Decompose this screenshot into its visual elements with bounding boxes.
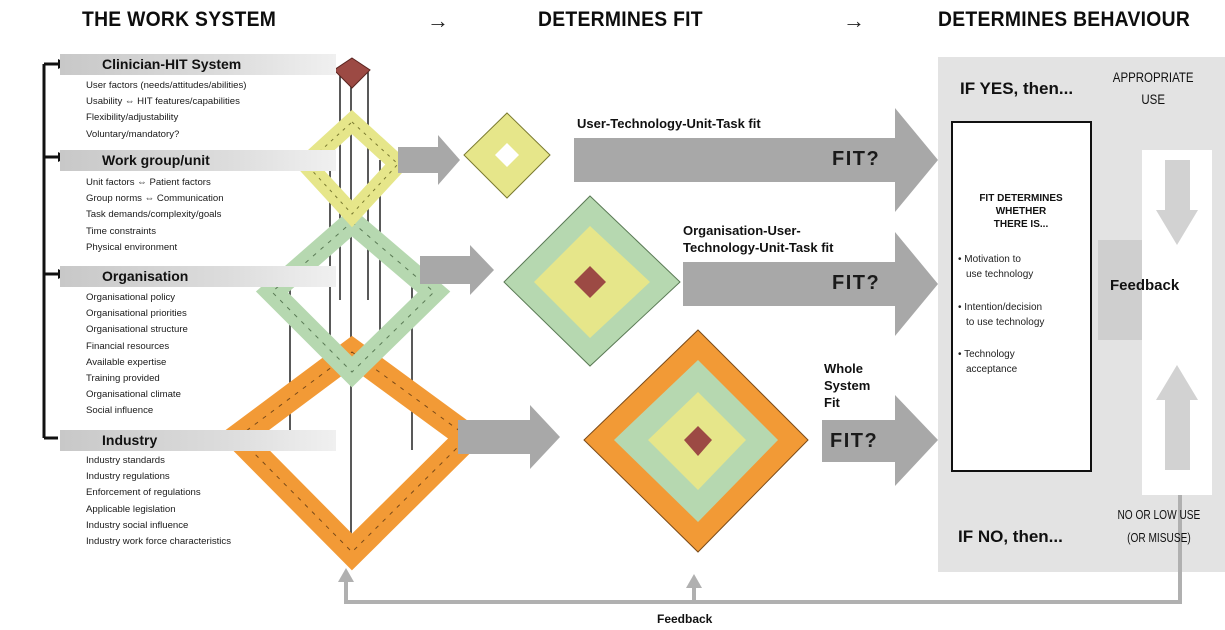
feedback-up-arrow-icon <box>686 574 702 588</box>
arrow-to-fit2-icon <box>420 245 494 295</box>
fit-box-item-line: use technology <box>966 269 1034 280</box>
list-item: Social influence <box>86 405 154 417</box>
left-bracket <box>42 62 58 440</box>
fit-box-item: • Motivation to use technology <box>958 252 1090 282</box>
list-item: Industry regulations <box>86 471 170 483</box>
fit3-label: Whole System Fit <box>824 360 870 411</box>
fit2-arrow-icon <box>683 232 938 336</box>
fit3-question: FIT? <box>830 430 879 452</box>
list-item: Physical environment <box>86 241 178 253</box>
feedback-right-label: Feedback <box>1110 277 1180 294</box>
fit3-label-line: Fit <box>824 395 840 410</box>
if-no-label: IF NO, then... <box>958 527 1063 546</box>
fit-determines-box <box>951 121 1092 472</box>
fit-box-title-line: WHETHER <box>995 206 1047 217</box>
fit3-piece <box>583 329 809 553</box>
list-item: Unit factors ⇔ Patient factors <box>86 177 211 188</box>
section-title-industry: Industry <box>60 430 336 451</box>
list-item: Group norms ⇔ Communication <box>86 193 224 205</box>
fit-box-item-line: • Technology <box>958 349 1015 360</box>
list-item: Training provided <box>86 373 160 385</box>
fit1-question: FIT? <box>832 148 881 170</box>
fit-box-title-line: THERE IS... <box>993 219 1049 230</box>
list-item: Financial resources <box>86 340 170 352</box>
no-low-use-line: (OR MISUSE) <box>1127 530 1191 545</box>
section-title-clinician: Clinician-HIT System <box>60 54 336 75</box>
fit3-arrow-icon <box>822 395 938 486</box>
feedback-bottom-label: Feedback <box>657 612 713 626</box>
list-item: Industry standards <box>86 455 165 466</box>
clinician-factor-list: User factors (needs/attitudes/abilities)… <box>86 78 247 143</box>
header-arrow-icon: → <box>427 8 449 33</box>
fit-box-item-line: acceptance <box>966 364 1018 375</box>
list-item: Usability ⇔ HIT features/capabilities <box>86 96 240 108</box>
fit-box-item: • Technology acceptance <box>958 347 1090 377</box>
header-determines-behaviour: DETERMINES BEHAVIOUR <box>938 8 1191 31</box>
arrow-to-fit3-icon <box>458 405 560 469</box>
list-item: Industry social influence <box>86 519 189 531</box>
fit3-label-line: System <box>824 378 871 393</box>
if-yes-label: IF YES, then... <box>960 79 1074 98</box>
bottom-feedback-loop <box>344 495 1182 604</box>
workgroup-factor-list: Unit factors ⇔ Patient factors Group nor… <box>86 175 224 256</box>
list-item: Time constraints <box>86 225 157 237</box>
section-title-workgroup: Work group/unit <box>60 150 336 171</box>
fit-box-item: • Intention/decision to use technology <box>958 300 1090 330</box>
list-item: Organisational structure <box>86 324 188 336</box>
fit1-label: User-Technology-Unit-Task fit <box>577 115 761 132</box>
header-work-system: THE WORK SYSTEM <box>82 8 277 31</box>
list-item: Organisational priorities <box>86 308 187 320</box>
list-item: User factors (needs/attitudes/abilities) <box>86 80 247 91</box>
header-arrow-icon: → <box>843 8 865 33</box>
fit1-arrow-icon <box>574 108 938 212</box>
left-arrow-icon <box>1098 240 1142 340</box>
list-item: Industry work force characteristics <box>86 536 232 548</box>
appropriate-use-line: APPROPRIATE <box>1112 69 1194 85</box>
fit-box-item-line: • Motivation to <box>958 254 1021 265</box>
fit2-label-line: Organisation-User- <box>683 223 801 238</box>
up-arrow-icon <box>1156 365 1198 470</box>
industry-factor-list: Industry standards Industry regulations … <box>86 453 231 550</box>
list-item: Flexibility/adjustability <box>86 112 179 124</box>
fit1-piece <box>463 112 551 199</box>
list-item: Organisational policy <box>86 292 176 303</box>
list-item: Organisational climate <box>86 389 181 401</box>
down-arrow-icon <box>1156 160 1198 245</box>
list-item: Enforcement of regulations <box>86 487 201 499</box>
organisation-factor-list: Organisational policy Organisational pri… <box>86 290 188 420</box>
fit2-question: FIT? <box>832 272 881 294</box>
appropriate-use-line: USE <box>1141 91 1166 107</box>
no-low-use-line: NO OR LOW USE <box>1117 507 1201 522</box>
appropriate-use-label: APPROPRIATE USE <box>1104 66 1202 110</box>
fit1-label-line: User-Technology-Unit-Task fit <box>577 116 761 131</box>
tower-industry-ring <box>218 335 488 571</box>
fit2-piece <box>503 195 681 367</box>
fit2-label: Organisation-User- Technology-Unit-Task … <box>683 222 833 256</box>
fit-box-item-line: to use technology <box>966 317 1045 328</box>
fit3-label-line: Whole <box>824 361 863 376</box>
list-item: Applicable legislation <box>86 503 176 515</box>
fit2-label-line: Technology-Unit-Task fit <box>683 240 834 255</box>
list-item: Voluntary/mandatory? <box>86 128 180 140</box>
no-low-use-label: NO OR LOW USE (OR MISUSE) <box>1116 503 1202 549</box>
section-title-organisation: Organisation <box>60 266 336 287</box>
list-item: Available expertise <box>86 356 167 368</box>
tower-clinician-piece <box>333 57 371 89</box>
header-determines-fit: DETERMINES FIT <box>538 8 703 31</box>
fit-box-item-line: • Intention/decision <box>958 302 1043 313</box>
list-item: Task demands/complexity/goals <box>86 209 222 221</box>
fit-box-title: FIT DETERMINES WHETHER THERE IS... <box>956 192 1086 231</box>
arrow-to-fit1-icon <box>398 135 460 185</box>
feedback-up-arrow-icon <box>338 568 354 582</box>
fit-box-title-line: FIT DETERMINES <box>979 193 1063 204</box>
